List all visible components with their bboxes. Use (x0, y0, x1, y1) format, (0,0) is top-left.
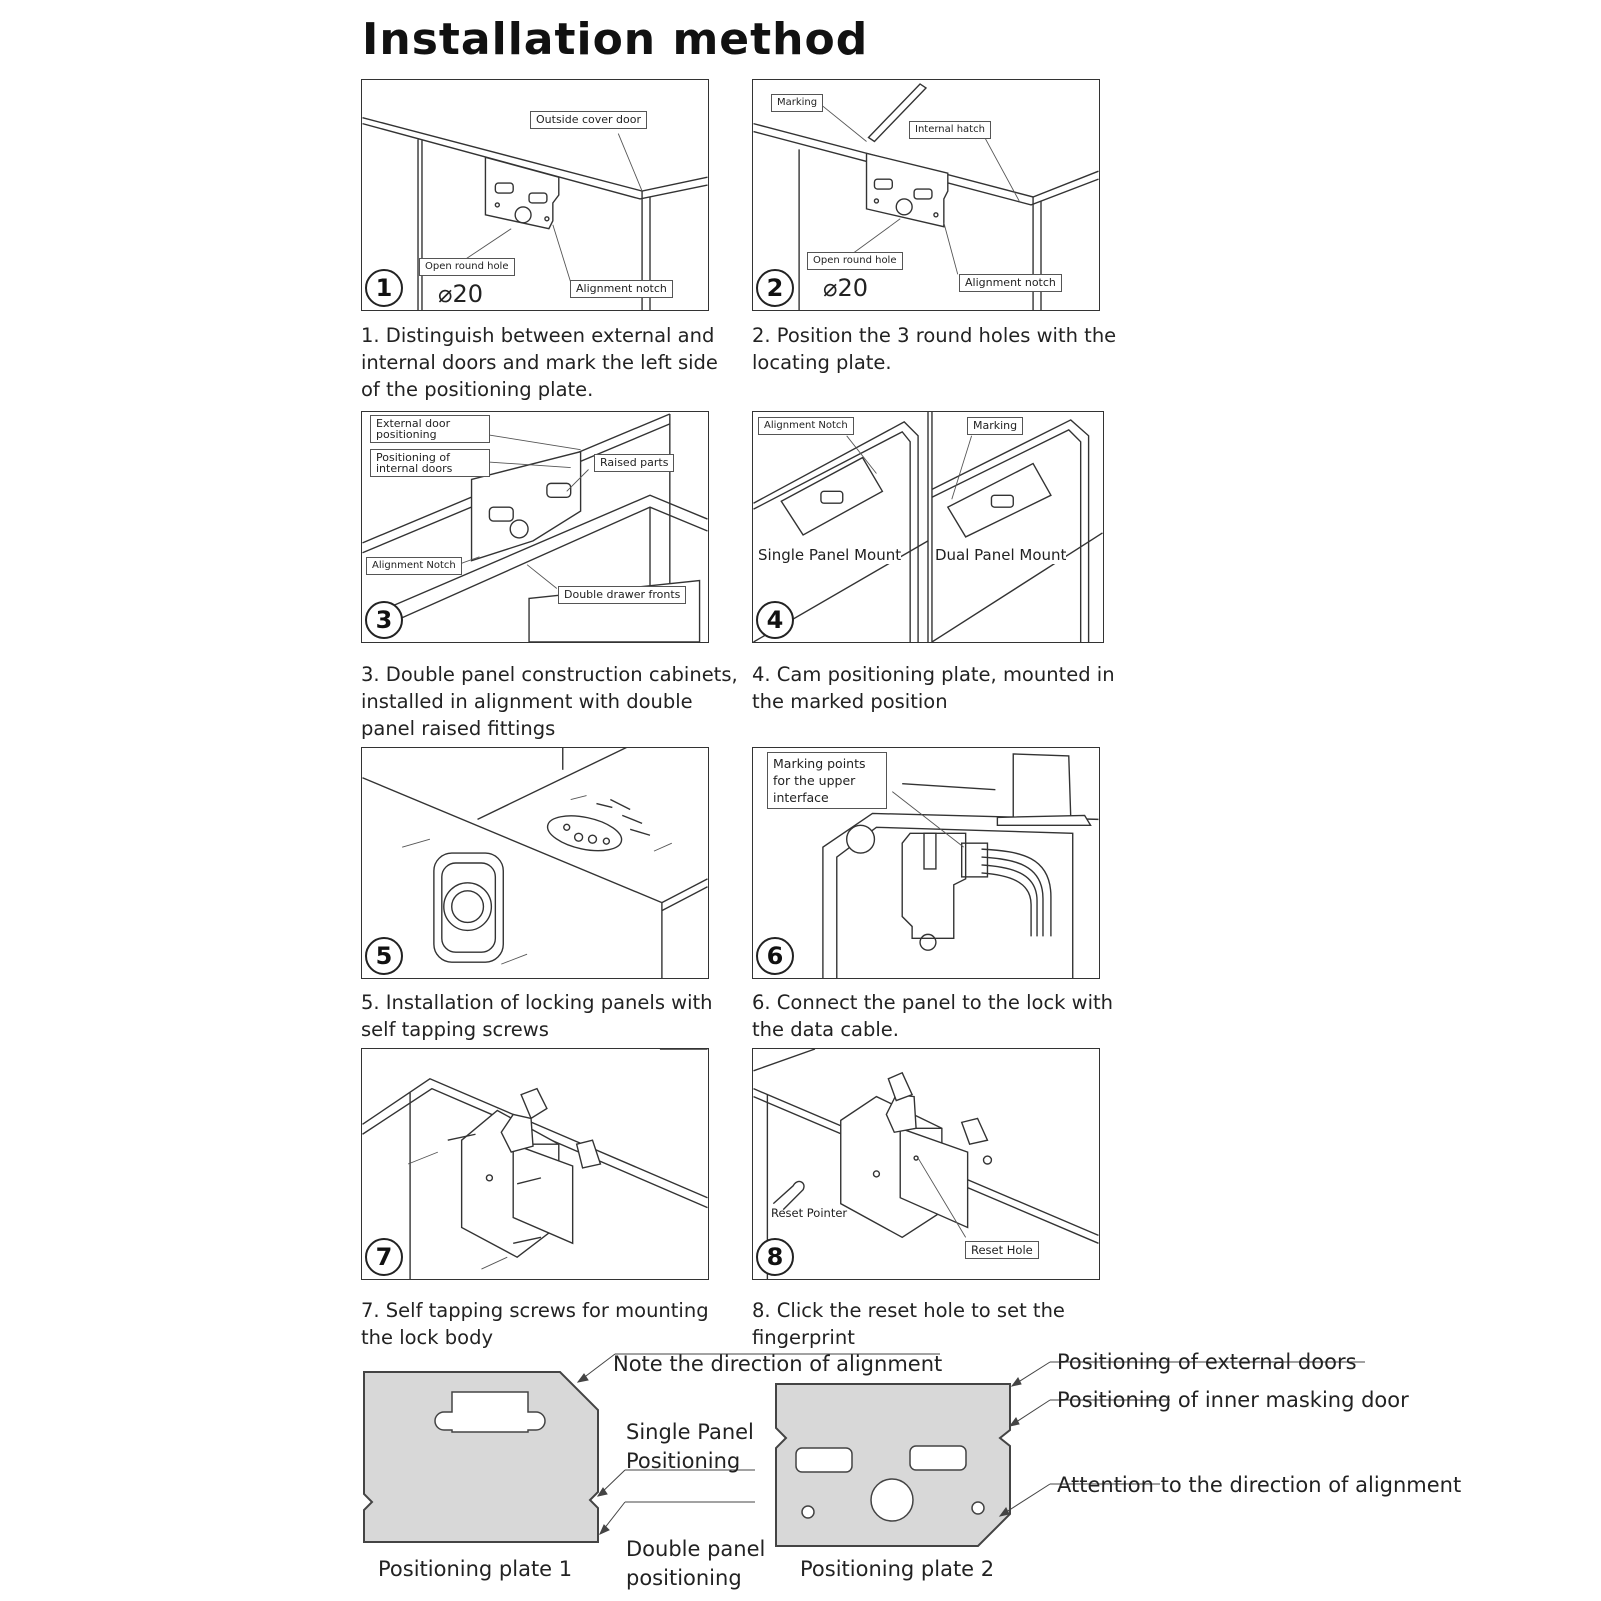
outside-cover-door-label: Outside cover door (530, 111, 648, 129)
step-6-illustration: Marking points for the upper interface 6 (752, 747, 1100, 979)
open-round-hole-label: Open round hole (419, 258, 515, 276)
marking-label: Marking (771, 94, 824, 112)
marking-points-label: Marking points for the upper interface (767, 752, 887, 809)
external-doors-label: Positioning of external doors (1057, 1350, 1357, 1374)
step-number-badge: 5 (365, 937, 403, 975)
step-1-illustration: Outside cover door Open round hole Align… (361, 79, 709, 311)
positioning-internal-doors-label: Positioning of internal doors (370, 449, 490, 477)
alignment-notch-label: Alignment notch (959, 274, 1062, 292)
step-2-caption: 2. Position the 3 round holes with the l… (752, 324, 1117, 374)
single-panel-positioning-label: Single Panel Positioning (626, 1420, 754, 1473)
dual-panel-mount-label: Dual Panel Mount (935, 546, 1067, 564)
note-alignment-label: Note the direction of alignment (613, 1352, 943, 1376)
internal-hatch-label: Internal hatch (909, 121, 991, 139)
step-7-caption: 7. Self tapping screws for mounting the … (361, 1299, 709, 1349)
step-3-illustration: External door positioning Positioning of… (361, 411, 709, 643)
alignment-notch-label: Alignment Notch (758, 417, 854, 435)
step-1-caption: 1. Distinguish between external and inte… (361, 324, 718, 401)
step-5-illustration: 5 (361, 747, 709, 979)
step-3-caption: 3. Double panel construction cabinets, i… (361, 663, 738, 740)
diameter-label: ⌀20 (438, 280, 483, 308)
step-number-badge: 8 (756, 1238, 794, 1276)
plate-1-label: Positioning plate 1 (378, 1557, 573, 1581)
step-4-caption: 4. Cam positioning plate, mounted in the… (752, 663, 1115, 713)
alignment-notch-label: Alignment notch (570, 280, 673, 298)
step-number-badge: 3 (365, 601, 403, 639)
page-title: Installation method (362, 14, 869, 65)
reset-hole-label: Reset Hole (965, 1241, 1039, 1259)
plate-2-label: Positioning plate 2 (800, 1557, 995, 1581)
step-number-badge: 4 (756, 601, 794, 639)
diameter-label: ⌀20 (823, 274, 868, 302)
step-7-illustration: 7 (361, 1048, 709, 1280)
inner-masking-door-label: Positioning of inner masking door (1057, 1388, 1409, 1412)
step-number-badge: 2 (756, 269, 794, 307)
step-8-illustration: Reset Pointer Reset Hole 8 (752, 1048, 1100, 1280)
step-number-badge: 7 (365, 1238, 403, 1276)
positioning-plates-diagram (363, 1353, 1365, 1547)
alignment-notch-label: Alignment Notch (366, 557, 462, 575)
step-8-caption: 8. Click the reset hole to set the finge… (752, 1299, 1065, 1349)
step-6-caption: 6. Connect the panel to the lock with th… (752, 991, 1114, 1041)
open-round-hole-label: Open round hole (807, 252, 903, 270)
step-number-badge: 6 (756, 937, 794, 975)
step-5-caption: 5. Installation of locking panels with s… (361, 991, 713, 1041)
attention-alignment-label: Attention to the direction of alignment (1057, 1473, 1462, 1497)
raised-parts-label: Raised parts (594, 454, 675, 472)
double-panel-positioning-label: Double panel positioning (626, 1537, 766, 1590)
step-number-badge: 1 (365, 269, 403, 307)
external-door-positioning-label: External door positioning (370, 415, 490, 443)
double-drawer-fronts-label: Double drawer fronts (558, 586, 687, 604)
marking-label: Marking (967, 417, 1024, 435)
single-panel-mount-label: Single Panel Mount (758, 546, 902, 564)
step-4-illustration: Alignment Notch Marking Single Panel Mou… (752, 411, 1104, 643)
step-2-illustration: Marking Internal hatch Open round hole A… (752, 79, 1100, 311)
reset-pointer-label: Reset Pointer (771, 1206, 848, 1220)
